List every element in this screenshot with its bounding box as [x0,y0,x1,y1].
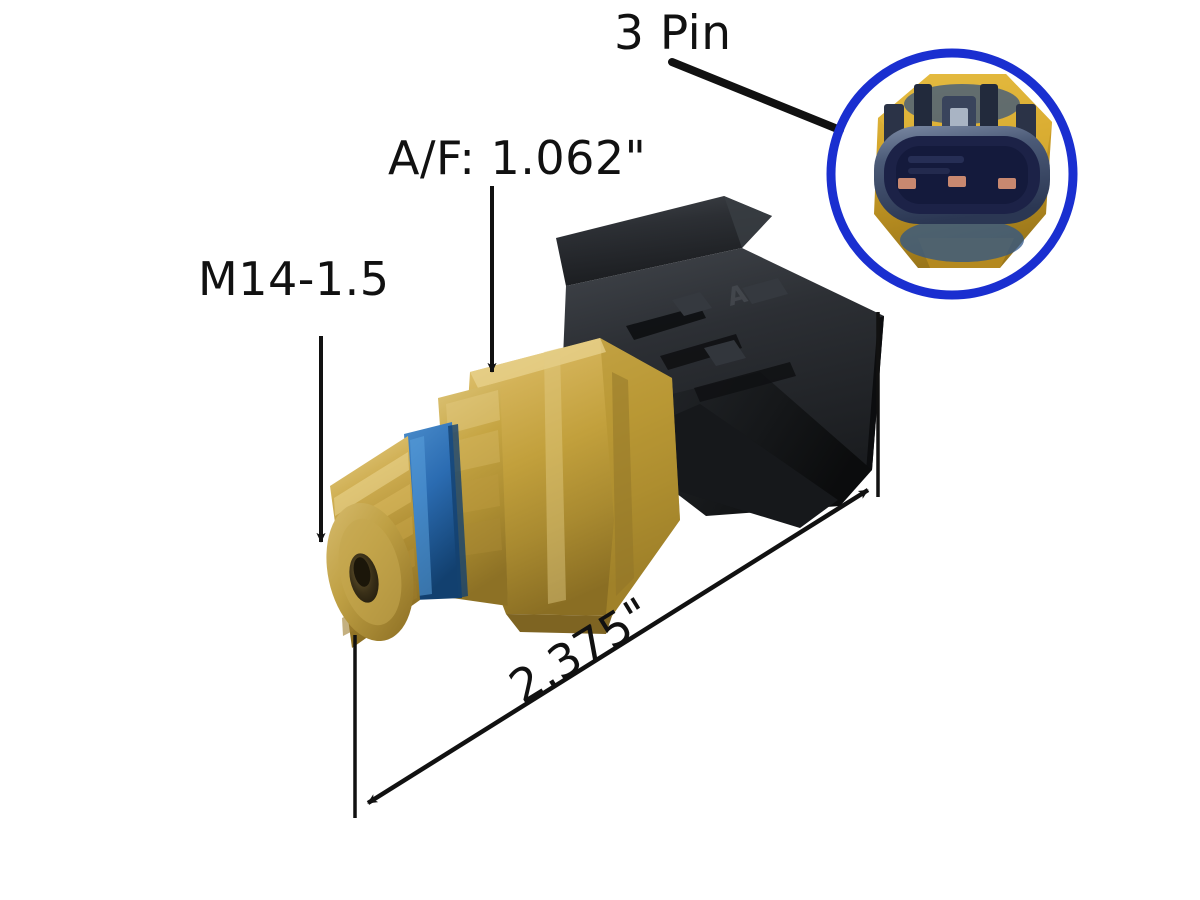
inset-pin-3 [998,178,1016,189]
hex-facet-top [470,338,606,388]
inset-connector-cavity [896,146,1028,204]
label-3-pin: 3 Pin [614,6,732,61]
nose-bore-hole [353,557,371,587]
shoulder-ring-1 [446,390,500,434]
connector-face-inset [826,48,1078,300]
sensor-main-view: A [326,196,884,648]
housing-rib-center [660,334,742,370]
housing-tab-b [742,278,788,304]
housing-wing-highlight [724,196,772,248]
inset-highlight-circle [826,48,1078,300]
hex-facet-right [600,338,680,616]
housing-rib-right [694,362,796,402]
connector-housing-black: A [556,196,884,528]
housing-top-wing [556,196,772,286]
inset-pin-2 [948,176,966,187]
housing-tab-a [672,292,712,316]
threaded-nose [326,436,420,648]
leader-3pin [668,58,844,134]
label-across-flats: A/F: 1.062" [388,131,647,185]
inset-center-post-tip [950,108,968,128]
inset-base-blue-ring [900,218,1024,262]
housing-tab-c [704,340,746,366]
annotation-lines [316,58,880,818]
inset-cavity-rib-2 [908,168,950,174]
thread-crest-1 [334,452,409,516]
inset-pin-1 [898,178,916,189]
dimension-line-length [366,488,870,805]
inset-cavity-rib-1 [908,156,964,163]
label-thread-size: M14-1.5 [198,252,390,306]
